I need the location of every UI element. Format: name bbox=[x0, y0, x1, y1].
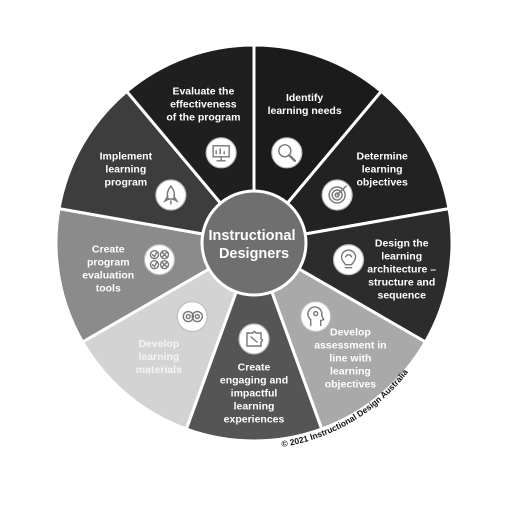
wheel-segment-1 bbox=[252, 43, 383, 245]
wheel-segment-label-line: Develop bbox=[330, 326, 371, 338]
wheel-segment-label-line: learning bbox=[138, 351, 179, 363]
gears-icon bbox=[176, 300, 208, 333]
wheel-segment-label-line: tools bbox=[96, 283, 121, 295]
chart-presentation-icon bbox=[205, 137, 237, 169]
puzzle-brain-icon bbox=[238, 323, 270, 355]
wheel-segment-label-line: Create bbox=[92, 244, 125, 256]
wheel-segment-label-line: materials bbox=[136, 364, 182, 376]
wheel-segment-6 bbox=[81, 241, 256, 431]
wheel-segment-label-line: engaging and bbox=[220, 375, 288, 387]
wheel-segment-label-line: objectives bbox=[325, 378, 377, 390]
wheel-segment-label-line: learning bbox=[330, 365, 371, 377]
wheel-segment-label-line: architecture – bbox=[367, 264, 436, 276]
wheel-segment-label-line: Identify bbox=[286, 92, 323, 104]
wheel-segment-label-line: impactful bbox=[231, 388, 278, 400]
wheel-segment-label-line: effectiveness bbox=[170, 98, 237, 110]
wheel-segment-label-line: Determine bbox=[356, 151, 408, 163]
checklist-grid-icon bbox=[143, 244, 176, 276]
wheel-segment-label-line: assessment in bbox=[314, 339, 386, 351]
wheel-segment-label-line: objectives bbox=[356, 177, 408, 189]
wheel-segment-label-line: line with bbox=[329, 352, 371, 364]
wheel-segment-label-line: program bbox=[105, 177, 148, 189]
wheel-segment-label-line: of the program bbox=[166, 111, 240, 123]
magnifier-icon bbox=[271, 137, 303, 169]
center-label-line-1: Instructional bbox=[208, 228, 295, 244]
wheel-segment-label-line: Evaluate the bbox=[172, 85, 234, 97]
wheel-segment-2 bbox=[252, 89, 451, 245]
center-label: Instructional Designers bbox=[208, 228, 299, 262]
wheel-segment-9 bbox=[125, 43, 256, 245]
rocket-icon bbox=[155, 179, 187, 211]
wheel-icons bbox=[143, 137, 365, 355]
wheel-segment-label-line: Create bbox=[238, 362, 271, 374]
center-label-line-2: Designers bbox=[219, 246, 289, 262]
head-profile-icon bbox=[300, 300, 332, 333]
wheel-segment-label-line: learning bbox=[381, 251, 422, 263]
wheel-segment-label-line: experiences bbox=[224, 414, 285, 426]
wheel-segment-4 bbox=[252, 241, 427, 431]
brain-lightbulb-icon bbox=[332, 244, 365, 276]
wheel-segment-label-line: Develop bbox=[138, 338, 179, 350]
wheel-segment-label-line: learning bbox=[362, 164, 403, 176]
wheel-segment-label-line: program bbox=[87, 257, 130, 269]
wheel-segment-label-line: Implement bbox=[100, 151, 153, 163]
wheel-segment-label-line: structure and bbox=[368, 277, 435, 289]
target-icon bbox=[321, 179, 353, 211]
wheel-segment-8 bbox=[57, 89, 256, 245]
wheel-segment-label-line: learning needs bbox=[268, 105, 342, 117]
wheel-segment-label-line: learning bbox=[234, 401, 275, 413]
wheel-segment-label-line: learning bbox=[105, 164, 146, 176]
wheel-segment-label-line: Design the bbox=[375, 238, 429, 250]
wheel-segment-label-line: sequence bbox=[377, 290, 426, 302]
center-hub bbox=[200, 189, 308, 297]
wheel-segment-label-line: evaluation bbox=[82, 270, 134, 282]
